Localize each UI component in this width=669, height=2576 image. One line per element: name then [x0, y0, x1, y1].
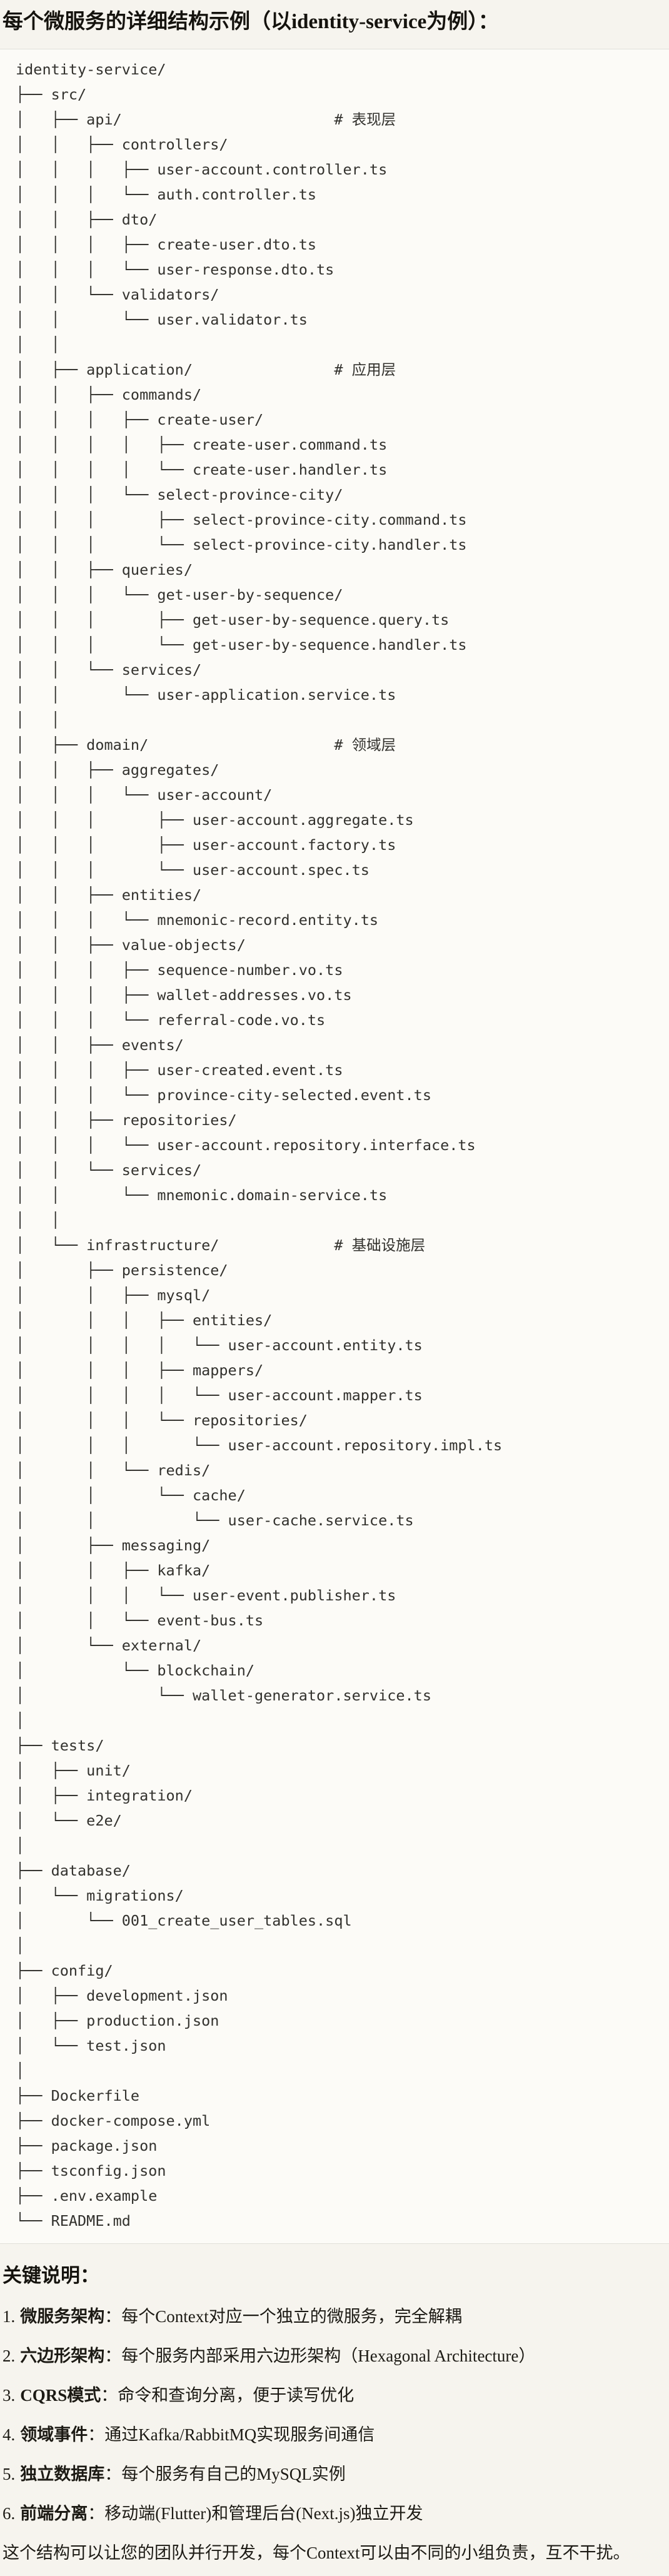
- note-item: 2.六边形架构：每个服务内部采用六边形架构（Hexagonal Architec…: [0, 2344, 669, 2368]
- note-item: 3.CQRS模式：命令和查询分离，便于读写优化: [0, 2383, 669, 2407]
- note-number: 5.: [3, 2465, 16, 2483]
- page-title: 每个微服务的详细结构示例（以identity-service为例）：: [3, 11, 499, 33]
- note-desc: ：通过Kafka/RabbitMQ实现服务间通信: [88, 2425, 375, 2444]
- note-term: 独立数据库: [20, 2465, 105, 2483]
- note-item: 1.微服务架构：每个Context对应一个独立的微服务，完全解耦: [0, 2305, 669, 2328]
- note-term: 领域事件: [20, 2425, 88, 2444]
- note-term: CQRS模式: [20, 2386, 101, 2405]
- note-term: 前端分离: [20, 2504, 88, 2523]
- notes-heading: 关键说明：: [3, 2265, 99, 2286]
- note-desc: ：命令和查询分离，便于读写优化: [101, 2386, 355, 2405]
- note-number: 4.: [3, 2425, 16, 2444]
- notes-list: 1.微服务架构：每个Context对应一个独立的微服务，完全解耦 2.六边形架构…: [0, 2305, 669, 2525]
- note-number: 6.: [3, 2504, 16, 2523]
- note-item: 5.独立数据库：每个服务有自己的MySQL实例: [0, 2462, 669, 2486]
- note-item: 6.前端分离：移动端(Flutter)和管理后台(Next.js)独立开发: [0, 2502, 669, 2525]
- note-desc: ：每个服务内部采用六边形架构（Hexagonal Architecture）: [104, 2346, 536, 2365]
- note-desc: ：移动端(Flutter)和管理后台(Next.js)独立开发: [88, 2504, 423, 2523]
- closing-paragraph: 这个结构可以让您的团队并行开发，每个Context可以由不同的小组负责，互不干扰…: [3, 2543, 630, 2562]
- note-number: 1.: [3, 2307, 16, 2326]
- file-tree-text: identity-service/ ├── src/ │ ├── api/ # …: [16, 61, 503, 2230]
- note-desc: ：每个服务有自己的MySQL实例: [104, 2465, 346, 2483]
- note-item: 4.领域事件：通过Kafka/RabbitMQ实现服务间通信: [0, 2423, 669, 2447]
- note-term: 六边形架构: [20, 2346, 105, 2365]
- note-number: 2.: [3, 2346, 16, 2365]
- note-number: 3.: [3, 2386, 16, 2405]
- file-tree-block: identity-service/ ├── src/ │ ├── api/ # …: [0, 49, 669, 2244]
- note-desc: ：每个Context对应一个独立的微服务，完全解耦: [104, 2307, 462, 2326]
- note-term: 微服务架构: [20, 2307, 105, 2326]
